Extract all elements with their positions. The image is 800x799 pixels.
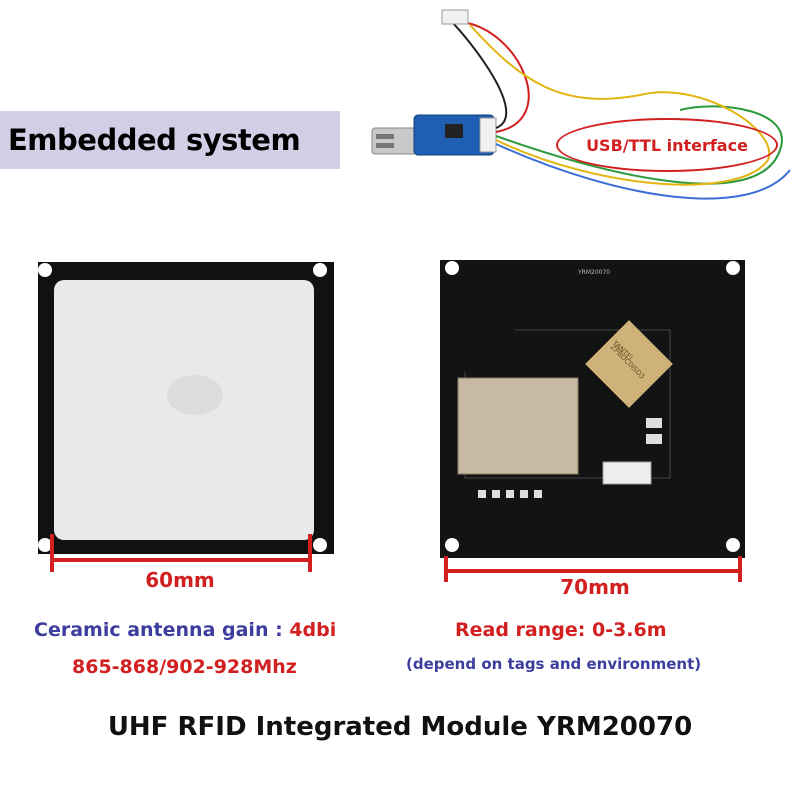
pcb-silkscreen-label: YRM20070: [578, 269, 611, 276]
coupler-chip: [585, 320, 673, 408]
antenna-gain-value: 4dbi: [289, 619, 337, 641]
rf-chip-shield: [457, 377, 579, 475]
usb-interface-callout: USB/TTL interface: [556, 118, 778, 172]
wire-black: [449, 19, 508, 129]
front-width-label: 60mm: [145, 568, 215, 592]
wire-yellow: [469, 24, 771, 186]
product-title: UHF RFID Integrated Module YRM20070: [107, 712, 693, 742]
back-dimension-line: [444, 556, 742, 582]
back-module: [440, 260, 745, 558]
frequency-text: 865-868/902-928Mhz: [72, 656, 297, 678]
embedded-system-banner: Embedded system: [0, 111, 340, 169]
wire-blue: [495, 143, 791, 200]
board-connector: [602, 461, 652, 485]
front-dimension-line: [50, 534, 312, 572]
back-width-label: 70mm: [560, 575, 630, 599]
usb-ttl-adapter: [371, 9, 791, 200]
read-range-note: (depend on tags and environment): [406, 655, 702, 673]
antenna-gain-label: Ceramic antenna gain :: [34, 619, 283, 641]
read-range-text: Read range: 0-3.6m: [455, 619, 667, 641]
front-module: [38, 262, 334, 554]
connector-plug: [441, 9, 469, 25]
usb-plug: [371, 127, 417, 155]
usb-interface-label: USB/TTL interface: [586, 135, 748, 155]
antenna-gain-line: Ceramic antenna gain : 4dbi: [34, 619, 336, 641]
wire-green: [495, 105, 783, 185]
embedded-system-label: Embedded system: [8, 123, 301, 157]
